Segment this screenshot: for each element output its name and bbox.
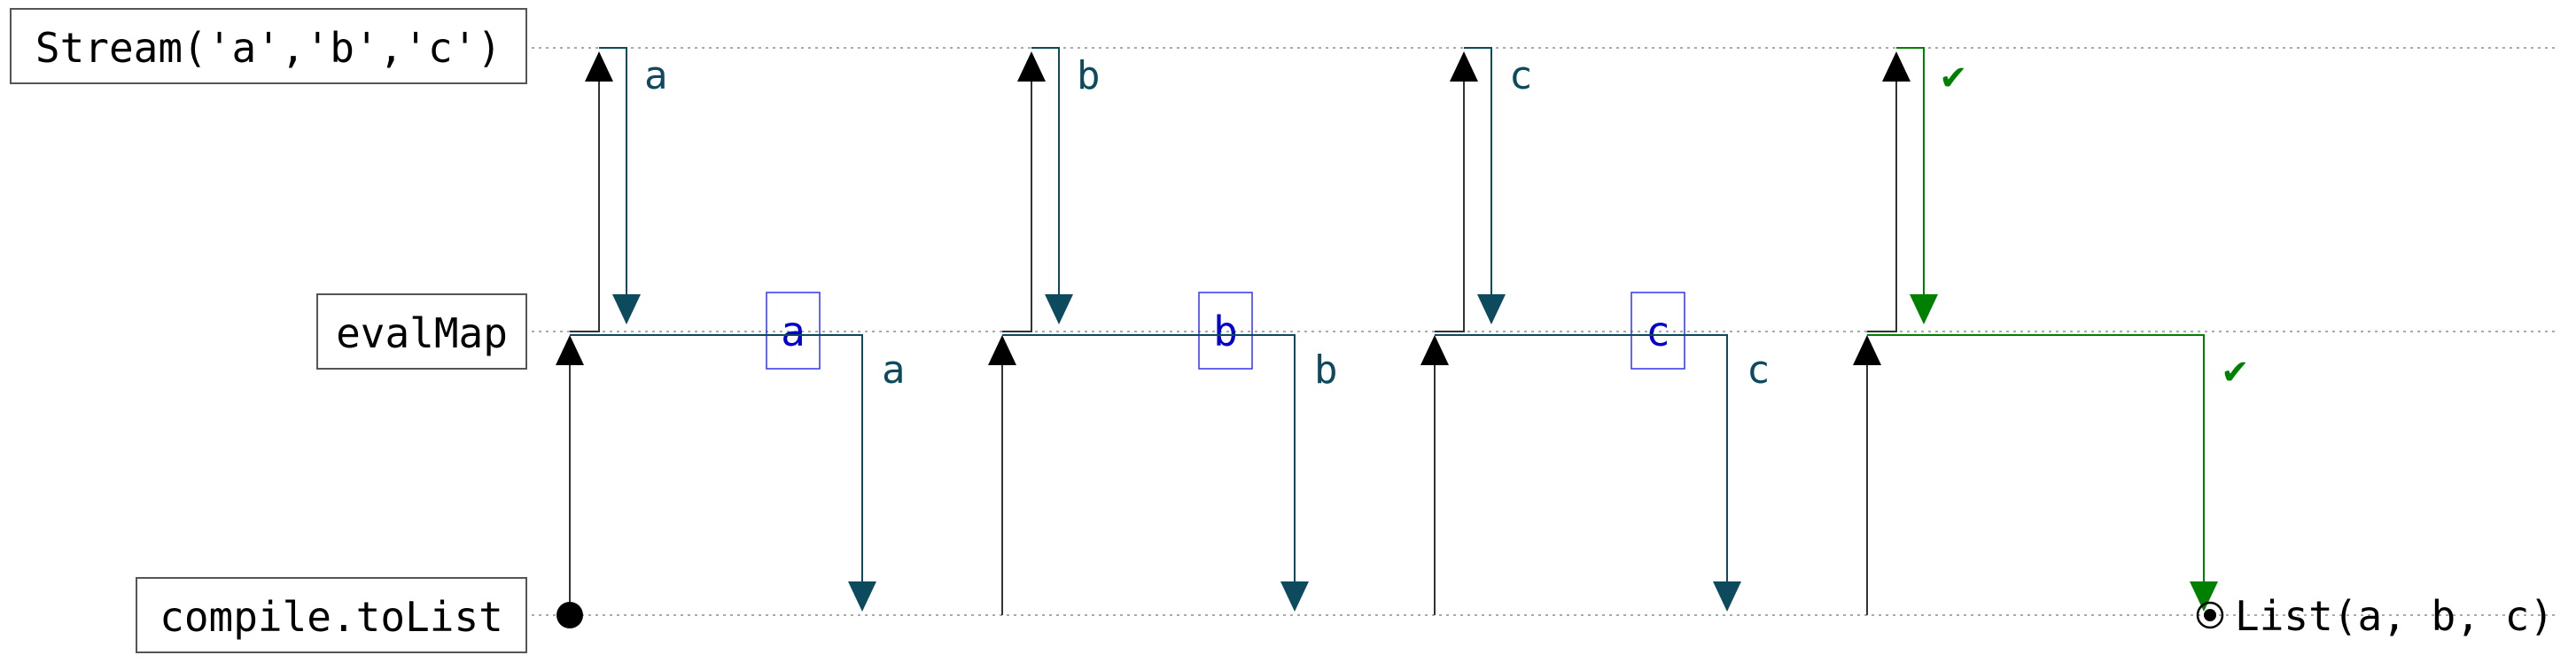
step-1-source-emit-label: a [644, 53, 668, 98]
sink-lane-label: compile.toList [136, 577, 527, 653]
step-1-source-emit-line [599, 47, 627, 305]
step-2-eval-box [1198, 292, 1253, 370]
step-2-source-emit-arrow [1045, 294, 1073, 324]
step-4-map-emit-line [1867, 334, 2205, 589]
svg-text:evalMap: evalMap [336, 309, 508, 357]
step-3-map-request-arrow [1450, 51, 1478, 82]
step-4-sink-request-arrow [1853, 335, 1881, 365]
step-2-source-emit-label: b [1077, 53, 1101, 98]
step-4-source-emit-line [1896, 47, 1925, 305]
result-marker [2196, 601, 2224, 629]
svg-text:compile.toList: compile.toList [160, 593, 503, 641]
step-3-source-emit-arrow [1477, 294, 1506, 324]
step-1-map-request-arrow [585, 51, 613, 82]
step-2-map-request-line [1002, 74, 1032, 332]
step-1-source-emit-arrow [612, 294, 641, 324]
step-2-eval-box-label: b [1213, 308, 1238, 355]
step-2-map-request-arrow [1017, 51, 1046, 82]
step-3-source-emit-label: c [1509, 53, 1533, 98]
step-4-map-request-line [1867, 74, 1897, 332]
step-2-map-emit-label: b [1314, 347, 1338, 393]
source-lane-label: Stream('a','b','c') [10, 8, 527, 84]
step-3-map-emit-arrow [1713, 581, 1741, 612]
step-3-eval-box [1630, 292, 1685, 370]
step-1-map-emit-arrow [848, 581, 876, 612]
step-4-map-emit-arrow [2190, 581, 2218, 612]
step-2-source-emit-line [1031, 47, 1060, 305]
svg-text:Stream('a','b','c'): Stream('a','b','c') [35, 24, 502, 72]
step-3-sink-request-arrow [1420, 335, 1449, 365]
step-4-source-emit-label: ✔ [1942, 53, 1965, 98]
step-1-eval-box-label: a [781, 308, 805, 355]
map-lane-label: evalMap [316, 293, 527, 370]
subscribe-start-dot [556, 602, 583, 628]
step-2-map-emit-line [1002, 334, 1296, 589]
step-4-map-request-arrow [1882, 51, 1911, 82]
step-3-map-emit-line [1435, 334, 1728, 589]
step-1-map-request-line [570, 74, 600, 332]
step-3-source-emit-line [1464, 47, 1492, 305]
result-value: List(a, b, c) [2235, 592, 2554, 640]
step-3-map-emit-label: c [1747, 347, 1771, 393]
step-1-map-emit-label: a [882, 347, 906, 393]
step-2-map-emit-arrow [1280, 581, 1309, 612]
step-1-map-emit-line [570, 334, 863, 589]
step-2-sink-request-arrow [988, 335, 1016, 365]
step-3-map-request-line [1435, 74, 1465, 332]
step-3-eval-box-label: c [1646, 308, 1670, 355]
step-4-map-emit-label: ✔ [2223, 347, 2247, 393]
step-1-eval-box [766, 292, 821, 370]
step-1-sink-request-arrow [556, 335, 584, 365]
step-4-source-emit-arrow [1910, 294, 1938, 324]
